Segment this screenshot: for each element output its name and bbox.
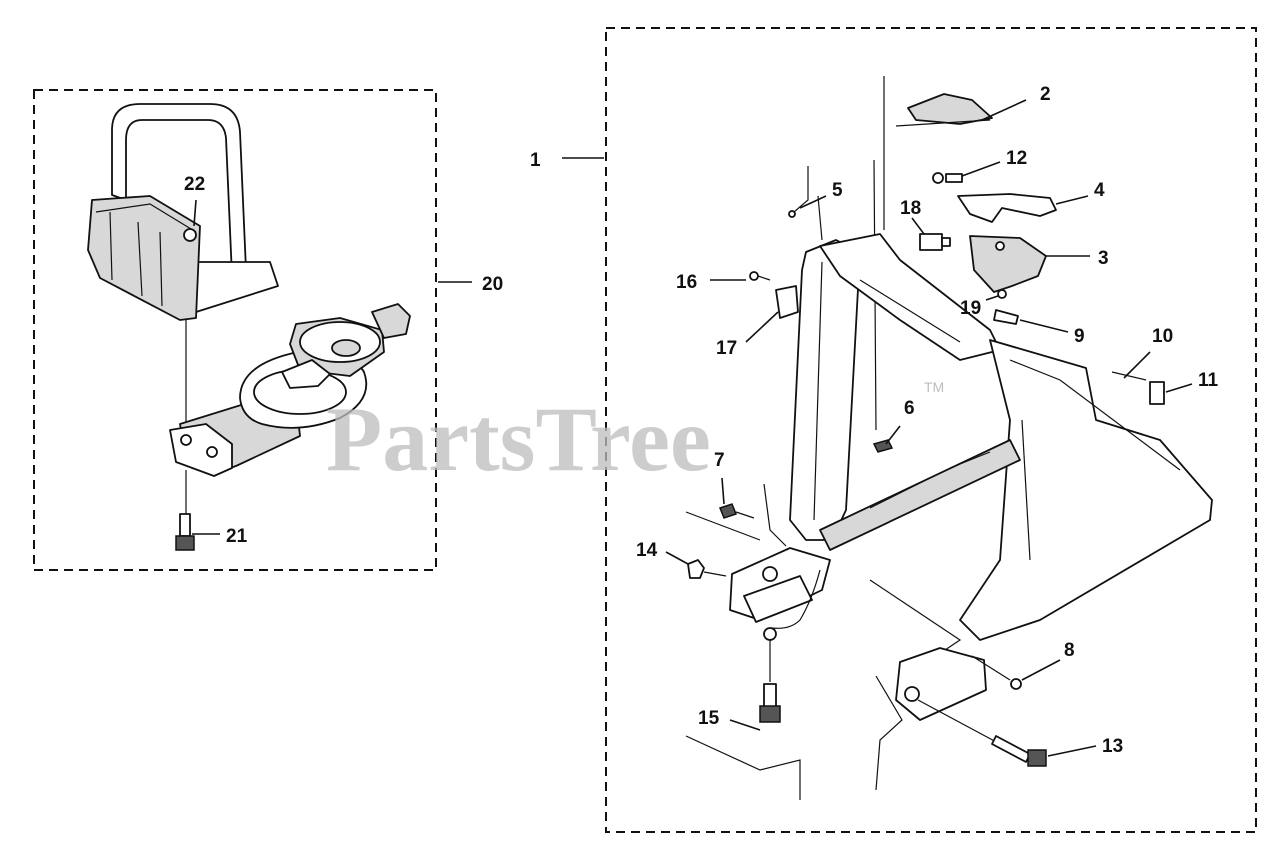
- leader-10: [1123, 351, 1151, 379]
- assembly-1-dashed-border: [605, 27, 1257, 833]
- leader-8: [1021, 659, 1061, 681]
- callout-9: 9: [1074, 326, 1085, 347]
- callout-6: 6: [904, 398, 915, 419]
- callout-21: 21: [226, 526, 248, 547]
- leader-5: [799, 195, 827, 209]
- callout-3: 3: [1098, 248, 1109, 269]
- leader-17: [745, 311, 779, 343]
- callout-8: 8: [1064, 640, 1075, 661]
- leader-18: [911, 217, 925, 235]
- callout-15: 15: [698, 708, 720, 729]
- callout-10: 10: [1152, 326, 1173, 347]
- callout-18: 18: [900, 198, 921, 219]
- callout-11: 11: [1198, 370, 1219, 391]
- assembly-20-dashed-border: [33, 89, 437, 571]
- leader-7: [721, 477, 725, 505]
- leader-12: [961, 161, 1001, 177]
- leader-22: [193, 199, 197, 227]
- leader-2: [981, 99, 1027, 121]
- callout-17: 17: [716, 338, 737, 359]
- callout-13: 13: [1102, 736, 1123, 757]
- frame-assembly-drawing: [685, 76, 1213, 800]
- callout-2: 2: [1040, 84, 1051, 105]
- watermark-trademark: TM: [924, 379, 944, 395]
- callout-16: 16: [676, 272, 697, 293]
- callout-20: 20: [482, 274, 503, 295]
- callout-1: 1: [530, 150, 541, 171]
- leader-14: [665, 551, 689, 565]
- partstree-watermark: PartsTree: [326, 388, 711, 490]
- leader-9: [1019, 319, 1069, 333]
- callout-19: 19: [960, 298, 981, 319]
- callout-5: 5: [832, 180, 843, 201]
- callout-7: 7: [714, 450, 725, 471]
- leader-11: [1165, 383, 1193, 393]
- leader-13: [1047, 745, 1097, 757]
- leader-4: [1055, 195, 1089, 205]
- callout-22: 22: [184, 174, 205, 195]
- leader-19: [985, 295, 999, 301]
- leader-6: [885, 425, 901, 445]
- leader-15: [729, 719, 761, 731]
- callout-12: 12: [1006, 148, 1027, 169]
- callout-4: 4: [1094, 180, 1105, 201]
- callout-14: 14: [636, 540, 658, 561]
- handle-assembly-drawing: [87, 103, 411, 551]
